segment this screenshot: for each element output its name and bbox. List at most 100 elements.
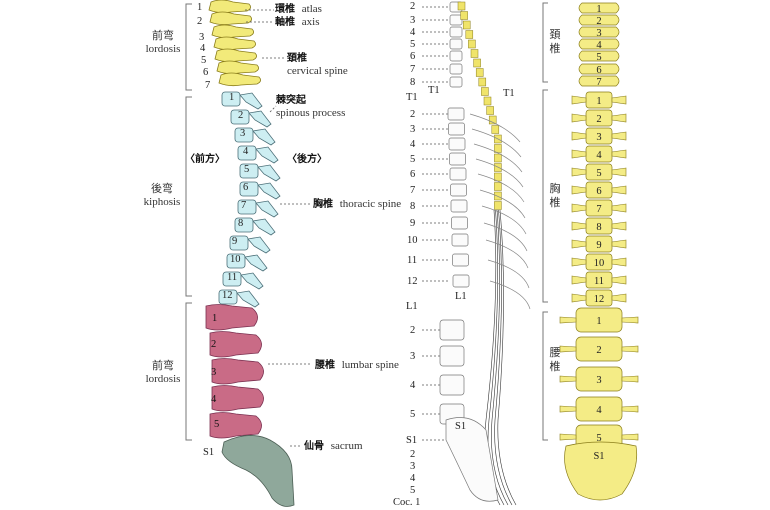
thoracic-vertebra-body	[234, 217, 254, 233]
mid-sacral-number: 5	[410, 485, 416, 496]
mid-cervical-number: 8	[410, 77, 416, 88]
cervical-jp: 頚椎	[287, 53, 307, 64]
right-thoracic-vertebra	[585, 235, 613, 253]
thoracic-jp: 胸椎	[313, 199, 333, 210]
right-lumbar-transverse	[559, 375, 577, 383]
left-thoracic-number: 3	[240, 128, 246, 139]
lumbar-vertebra	[209, 331, 262, 358]
mid-thoracic-number: 11	[407, 255, 418, 266]
spinous-leader	[269, 105, 277, 113]
mid-l1-mid: L1	[455, 291, 467, 302]
mid-thoracic-body	[449, 152, 466, 166]
mid-nerve-arc	[487, 259, 530, 289]
right-thoracic-transverse	[571, 275, 587, 285]
mid-lumbar-number: 5	[410, 409, 416, 420]
right-thoracic-transverse	[571, 113, 587, 123]
right-thoracic-transverse	[571, 239, 587, 249]
right-thoracic-transverse	[571, 185, 587, 195]
mid-cervical-number: 2	[410, 1, 416, 12]
left-thoracic-number: 1	[229, 92, 235, 103]
left-thoracic-number: 4	[243, 146, 249, 157]
mid-l1-left: L1	[406, 301, 418, 312]
lumbar-vertebra	[205, 304, 258, 331]
right-thoracic-vertebra	[585, 145, 613, 163]
cervical-bracket	[185, 3, 192, 91]
right-thoracic-transverse	[571, 131, 587, 141]
thoracic-vertebra-body	[230, 109, 250, 125]
mid-spinal-cord-segment	[486, 106, 494, 115]
lumbar-curve-label: 前弯 lordosis	[138, 360, 188, 386]
mid-cervical-number: 4	[410, 27, 416, 38]
mid-thoracic-body	[449, 167, 467, 181]
mid-nerve-arc	[473, 143, 523, 173]
mid-lumbar-number: 3	[410, 351, 416, 362]
lumbar-curve-en: lordosis	[145, 373, 181, 386]
mid-thoracic-number: 4	[410, 139, 416, 150]
mid-cervical-body	[449, 63, 463, 75]
lumbar-bracket	[185, 302, 192, 441]
cervical-curve-label: 前弯 lordosis	[138, 30, 188, 56]
mid-cervical-body	[449, 26, 463, 38]
right-thoracic-transverse	[611, 95, 627, 105]
cervical-curve-jp: 前弯	[152, 30, 174, 42]
spinous-en: spinous process	[276, 106, 346, 119]
right-lumbar-transverse	[621, 316, 639, 324]
left-s1-label: S1	[203, 447, 215, 458]
left-cervical-number: 7	[205, 80, 211, 91]
right-thoracic-vertebra	[585, 271, 613, 289]
thoracic-spinous-process	[255, 200, 279, 218]
mid-cauda-line	[491, 209, 509, 506]
right-thoracic-transverse	[611, 275, 627, 285]
right-sacrum	[564, 441, 638, 501]
atlas-en: atlas	[301, 3, 322, 15]
mid-spinal-cord-segment	[468, 39, 476, 49]
mid-cervical-body	[449, 14, 463, 26]
right-thoracic-transverse	[571, 95, 587, 105]
thoracic-spinous-process	[252, 128, 276, 146]
right-cervical-vertebra	[578, 2, 620, 14]
mid-thoracic-number: 5	[410, 154, 416, 165]
mid-thoracic-number: 9	[410, 218, 416, 229]
thoracic-curve-en: kiphosis	[143, 196, 181, 209]
mid-cervical-body	[449, 50, 463, 62]
mid-cauda-line	[494, 209, 513, 506]
axis-jp: 軸椎	[275, 17, 295, 28]
mid-thoracic-number: 8	[410, 201, 416, 212]
right-thoracic-vertebra	[585, 181, 613, 199]
right-lumbar-transverse	[559, 345, 577, 353]
mid-s1-left: S1	[406, 435, 418, 446]
left-thoracic-number: 2	[238, 110, 244, 121]
lumbar-vertebra	[211, 385, 264, 412]
mid-lumbar-body	[439, 319, 465, 341]
mid-lumbar-body	[439, 345, 465, 367]
right-lumbar-region-label: 腰椎	[549, 346, 561, 374]
right-lumbar-vertebra	[575, 336, 623, 362]
mid-spinal-cord-segment	[494, 182, 502, 191]
lumbar-jp: 腰椎	[315, 360, 335, 371]
lumbar-curve-jp: 前弯	[152, 360, 174, 372]
mid-lumbar-number: 2	[410, 325, 416, 336]
mid-cervical-number: 7	[410, 64, 416, 75]
right-thoracic-vertebra	[585, 253, 613, 271]
left-lumbar-number: 4	[211, 394, 217, 405]
right-thoracic-transverse	[571, 149, 587, 159]
mid-cervical-body	[449, 38, 463, 50]
right-thoracic-vertebra	[585, 127, 613, 145]
mid-thoracic-body	[451, 216, 468, 230]
thoracic-vertebra-body	[218, 289, 238, 305]
mid-lumbar-number: 4	[410, 380, 416, 391]
thoracic-spinous-process	[257, 164, 281, 182]
mid-spinal-cord-segment	[494, 144, 502, 153]
right-cervical-vertebra	[578, 26, 620, 38]
right-thoracic-vertebra	[585, 217, 613, 235]
spinous-process-label: 棘突起 spinous process	[276, 95, 345, 119]
mid-thoracic-number: 12	[407, 276, 418, 287]
mid-t1-left: T1	[406, 92, 418, 103]
mid-cervical-number: 5	[410, 39, 416, 50]
lumbar-vertebra	[209, 412, 262, 439]
mid-spinal-cord-segment	[457, 1, 466, 11]
atlas-label: 環椎 atlas	[275, 3, 322, 16]
left-lumbar-number: 5	[214, 419, 220, 430]
left-thoracic-number: 12	[222, 290, 233, 301]
